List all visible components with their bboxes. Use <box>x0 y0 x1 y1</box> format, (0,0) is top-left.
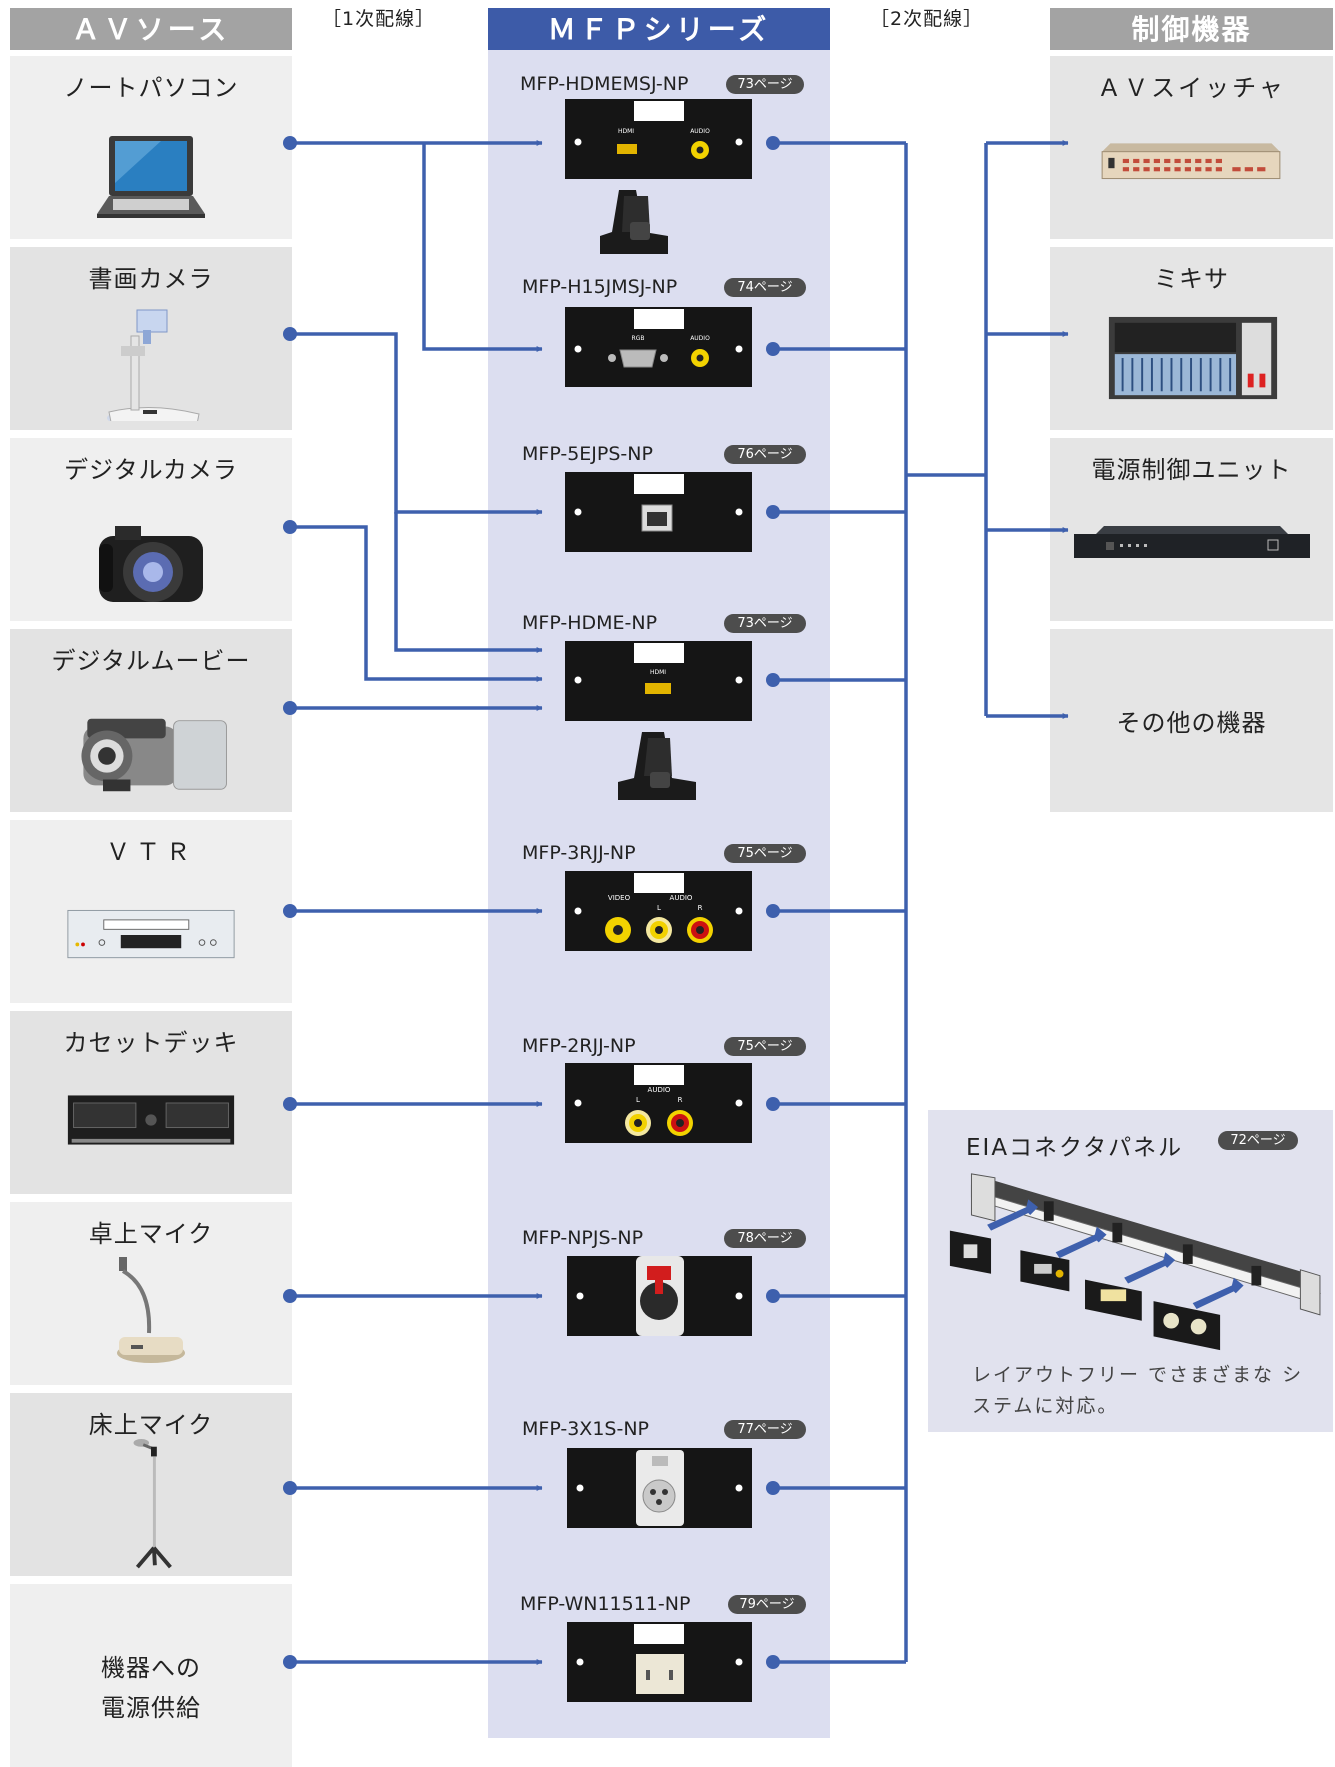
control-label: ＡＶスイッチャ <box>1097 74 1286 102</box>
port-label: RGB <box>632 335 645 342</box>
control-av-switcher: ＡＶスイッチャ <box>1050 56 1333 239</box>
floor-microphone-icon <box>133 1438 172 1569</box>
eia-connector-panel: EIAコネクタパネル 72ページ レイアウトフリー でさまざまな システムに対応… <box>928 1110 1333 1432</box>
source-label-line2: 電源供給 <box>101 1694 201 1722</box>
page-badge: 75ページ <box>724 1037 806 1056</box>
mfp-model-name: MFP-WN11511-NP <box>520 1593 691 1615</box>
source-label: 書画カメラ <box>88 265 214 293</box>
mfp-plate-3rjj: VIDEO AUDIO L R <box>565 871 752 951</box>
mfp-plate-npjs <box>567 1256 752 1336</box>
mfp-model-name: MFP-HDME-NP <box>522 612 658 634</box>
source-laptop: ノートパソコン <box>10 56 292 239</box>
source-label: 卓上マイク <box>88 1220 214 1248</box>
source-label: カセットデッキ <box>63 1029 239 1057</box>
secondary-wiring-label: ［2次配線］ <box>870 8 984 30</box>
control-header: 制御機器 <box>1050 8 1333 50</box>
power-control-unit-icon <box>1074 526 1310 558</box>
page-badge: 75ページ <box>724 844 806 863</box>
source-camcorder: デジタルムービー <box>10 629 292 812</box>
port-label: L <box>657 904 661 912</box>
source-power-supply: 機器への 電源供給 <box>10 1584 292 1767</box>
page-badge: 78ページ <box>724 1229 806 1248</box>
port-label: HDMI <box>650 669 666 676</box>
mfp-model-name: MFP-HDMEMSJ-NP <box>520 73 689 95</box>
port-label: VIDEO <box>608 894 631 902</box>
port-label: R <box>698 904 703 912</box>
mfp-plate-hdme: HDMI <box>565 641 752 800</box>
mfp-plate-5ejps <box>565 472 752 552</box>
mfp-model-name: MFP-H15JMSJ-NP <box>522 276 678 298</box>
digital-camera-icon <box>99 526 203 602</box>
source-label: ノートパソコン <box>63 74 239 102</box>
mfp-model-name: MFP-5EJPS-NP <box>522 443 653 465</box>
source-floor-microphone: 床上マイク <box>10 1393 292 1576</box>
port-label: AUDIO <box>690 335 710 342</box>
control-mixer: ミキサ <box>1050 247 1333 430</box>
page-badge: 79ページ <box>728 1595 806 1614</box>
mixer-icon <box>1108 316 1278 400</box>
mfp-model-name: MFP-3RJJ-NP <box>522 842 636 864</box>
mfp-model-name: MFP-2RJJ-NP <box>522 1035 636 1057</box>
primary-wiring-label: ［1次配線］ <box>322 8 436 30</box>
control-other-devices: その他の機器 <box>1050 629 1333 812</box>
port-label: AUDIO <box>670 894 693 902</box>
eia-caption: レイアウトフリー でさまざまな システムに対応。 <box>972 1364 1304 1417</box>
control-label: 電源制御ユニット <box>1091 456 1292 484</box>
source-digital-camera: デジタルカメラ <box>10 438 292 621</box>
port-label: AUDIO <box>690 128 710 135</box>
source-label: デジタルムービー <box>51 647 251 675</box>
vcr-icon <box>67 909 235 959</box>
page-badge: 73ページ <box>724 614 806 633</box>
mfp-plate-wn11511 <box>567 1622 752 1702</box>
port-label: L <box>636 1096 640 1104</box>
page-badge: 72ページ <box>1218 1131 1298 1150</box>
laptop-icon <box>97 136 205 218</box>
secondary-wiring <box>766 136 1069 1669</box>
control-label: その他の機器 <box>1116 709 1267 737</box>
mfp-plate-h15jmsj: RGB AUDIO <box>565 307 752 387</box>
primary-wiring <box>283 136 543 1669</box>
mfp-plate-2rjj: AUDIO L R <box>565 1063 752 1143</box>
control-power-unit: 電源制御ユニット <box>1050 438 1333 621</box>
source-cassette-deck: カセットデッキ <box>10 1011 292 1194</box>
source-vcr: ＶＴＲ <box>10 820 292 1003</box>
document-camera-icon <box>107 309 200 421</box>
page-badge: 74ページ <box>724 278 806 297</box>
mfp-model-name: MFP-3X1S-NP <box>522 1418 649 1440</box>
port-label: AUDIO <box>648 1086 671 1094</box>
source-desk-microphone: 卓上マイク <box>10 1202 292 1385</box>
source-document-camera: 書画カメラ <box>10 247 292 430</box>
page-badge: 77ページ <box>724 1420 806 1439</box>
page-badge: 76ページ <box>724 445 806 464</box>
desk-microphone-icon <box>117 1257 185 1363</box>
port-label: R <box>678 1096 683 1104</box>
source-label: デジタルカメラ <box>64 456 238 484</box>
mfp-plate-hdmemsj: HDMI AUDIO <box>565 99 752 254</box>
source-label: 床上マイク <box>88 1411 214 1439</box>
source-label: ＶＴＲ <box>106 838 196 866</box>
control-label: ミキサ <box>1154 265 1229 293</box>
page-badge: 73ページ <box>726 75 804 94</box>
eia-title: EIAコネクタパネル <box>966 1135 1184 1161</box>
mfp-model-name: MFP-NPJS-NP <box>522 1227 644 1249</box>
cassette-deck-icon <box>67 1095 235 1145</box>
mfp-plate-3x1s <box>567 1448 752 1528</box>
port-label: HDMI <box>618 128 634 135</box>
rack-panel-icon <box>949 1173 1322 1351</box>
source-label: 機器への <box>101 1654 201 1682</box>
sources-header: ＡＶソース <box>10 8 292 50</box>
camcorder-icon <box>81 718 227 792</box>
av-switcher-icon <box>1101 143 1281 180</box>
mfp-header: ＭＦＰシリーズ <box>488 8 830 50</box>
